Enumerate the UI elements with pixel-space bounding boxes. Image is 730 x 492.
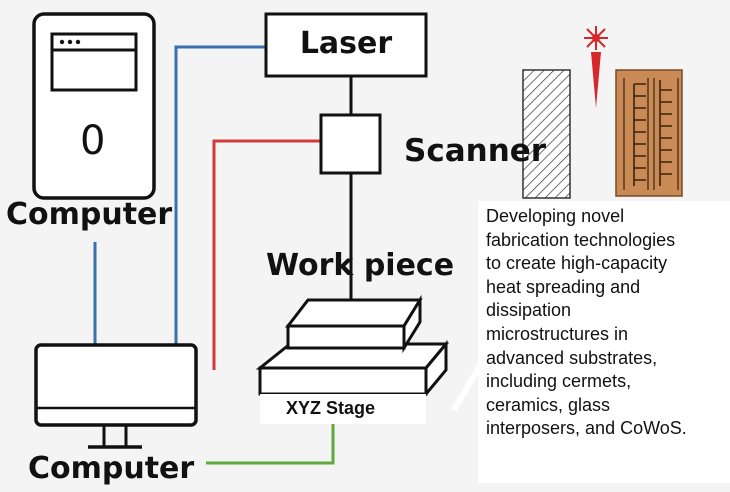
green-connection-line [206, 424, 335, 465]
workpiece-label: Work piece [266, 248, 455, 283]
laser-label: Laser [299, 26, 393, 61]
xyz-stage [255, 339, 450, 399]
computer-monitor-label: Computer [28, 451, 195, 486]
laser-spark-icon [584, 26, 608, 50]
red-connection-line [212, 139, 321, 370]
xyz-stage-label: XYZ Stage [286, 398, 376, 418]
copper-microstructure [615, 69, 683, 197]
window-icon [50, 32, 138, 92]
hatched-substrate [522, 69, 571, 199]
description-box: Developing novel fabrication technologie… [478, 201, 730, 483]
computer-tower-label: Computer [6, 197, 173, 232]
description-text: Developing novel fabrication technologie… [486, 206, 687, 439]
laser-box [264, 12, 428, 78]
scanner-label: Scanner [404, 133, 547, 169]
xyz-label-plate [260, 394, 426, 424]
scanner-box [319, 113, 382, 175]
computer-monitor [34, 343, 198, 449]
tower-digit: 0 [80, 118, 106, 164]
laser-beam-wedge [591, 52, 601, 108]
blue-connection-line [174, 45, 266, 350]
computer-tower [32, 12, 156, 200]
workpiece-block [284, 294, 423, 354]
